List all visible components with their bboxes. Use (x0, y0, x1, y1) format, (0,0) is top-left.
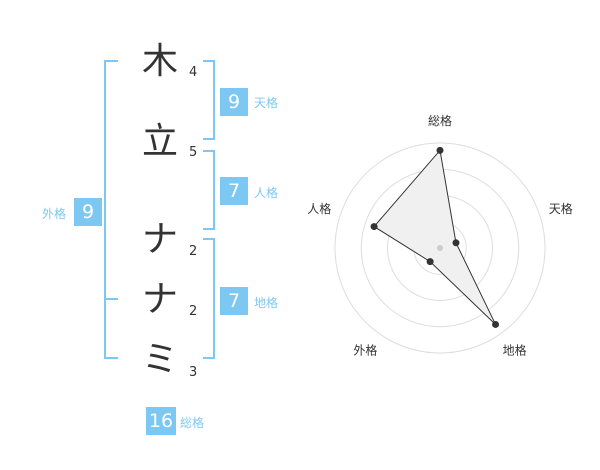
radar-ring-4 (334, 142, 546, 354)
radar-axis-label-3: 外格 (353, 343, 377, 358)
jinkaku-bracket-bottom (203, 228, 215, 230)
chikaku-label: 地格 (254, 296, 279, 310)
jinkaku-value: 7 (220, 177, 248, 205)
chikaku-bracket-spine (213, 238, 215, 359)
radar-axis-label-0: 総格 (428, 113, 452, 128)
name-char-5: ミ (141, 339, 178, 380)
name-char-4: ナ (141, 279, 178, 320)
gaikaku-bracket-spine (104, 60, 106, 359)
radar-center-dot (437, 245, 443, 251)
name-char-1: 木 (141, 41, 178, 82)
stroke-count-4: 2 (189, 304, 198, 319)
radar-point-4 (370, 223, 378, 231)
stroke-count-1: 4 (189, 65, 198, 80)
stroke-count-3: 2 (189, 244, 198, 259)
radar-axis-label-4: 人格 (307, 201, 331, 216)
name-char-2: 立 (141, 121, 178, 162)
soukaku-value: 16 (146, 407, 176, 435)
radar-point-1 (452, 239, 460, 247)
chikaku-value: 7 (220, 287, 248, 315)
jinkaku-bracket-top (203, 150, 215, 152)
gaikaku-bracket-tick (104, 298, 118, 300)
tenkaku-value: 9 (220, 88, 248, 116)
soukaku-label: 総格 (180, 416, 205, 430)
radar-point-3 (426, 258, 434, 266)
stroke-count-2: 5 (189, 145, 198, 160)
gaikaku-bracket-bottom (104, 357, 118, 359)
chikaku-bracket-bottom (203, 357, 215, 359)
gaikaku-value: 9 (74, 198, 102, 226)
tenkaku-bracket-spine (213, 60, 215, 140)
gaikaku-bracket-top (104, 60, 118, 62)
tenkaku-bracket-bottom (203, 138, 215, 140)
radar-point-2 (492, 320, 500, 328)
radar-point-0 (436, 146, 444, 154)
jinkaku-label: 人格 (254, 186, 279, 200)
tenkaku-bracket-top (203, 60, 215, 62)
chikaku-bracket-top (203, 238, 215, 240)
radar-axis-label-1: 天格 (549, 201, 573, 216)
radar-data-points (370, 146, 500, 328)
gaikaku-label: 外格 (42, 207, 67, 221)
jinkaku-bracket-spine (213, 150, 215, 230)
tenkaku-label: 天格 (254, 96, 279, 110)
name-char-3: ナ (141, 219, 178, 260)
stroke-count-5: 3 (189, 365, 198, 380)
radar-axis-label-2: 地格 (503, 343, 527, 358)
radar-data-polygon (373, 149, 496, 325)
